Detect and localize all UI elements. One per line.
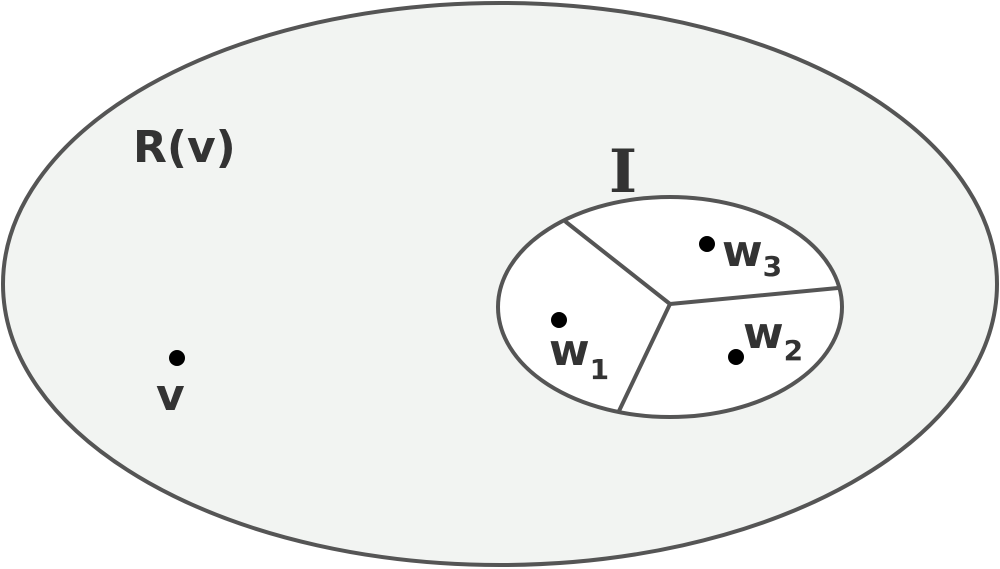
point-w2-label: w2: [743, 308, 803, 367]
point-w1-subscript: 1: [590, 353, 609, 386]
point-w1-label: w1: [549, 325, 609, 386]
point-w1-dot: [551, 312, 567, 328]
point-w3-base: w: [722, 226, 763, 277]
partition-line-right: [668, 286, 840, 306]
point-w2-subscript: 2: [784, 334, 803, 367]
partition-line-bottom: [617, 302, 672, 413]
point-w3-label: w3: [722, 226, 782, 283]
point-w1-base: w: [549, 325, 590, 376]
point-w3-subscript: 3: [763, 250, 782, 283]
point-w2-base: w: [743, 308, 784, 359]
region-label: R(v): [133, 122, 236, 173]
vertex-v-label: v: [156, 370, 185, 421]
inner-set-label: I: [609, 137, 637, 207]
vertex-v-dot: [169, 350, 185, 366]
partition-line-top: [564, 220, 672, 306]
point-w2-dot: [728, 349, 744, 365]
point-w3-dot: [699, 236, 715, 252]
